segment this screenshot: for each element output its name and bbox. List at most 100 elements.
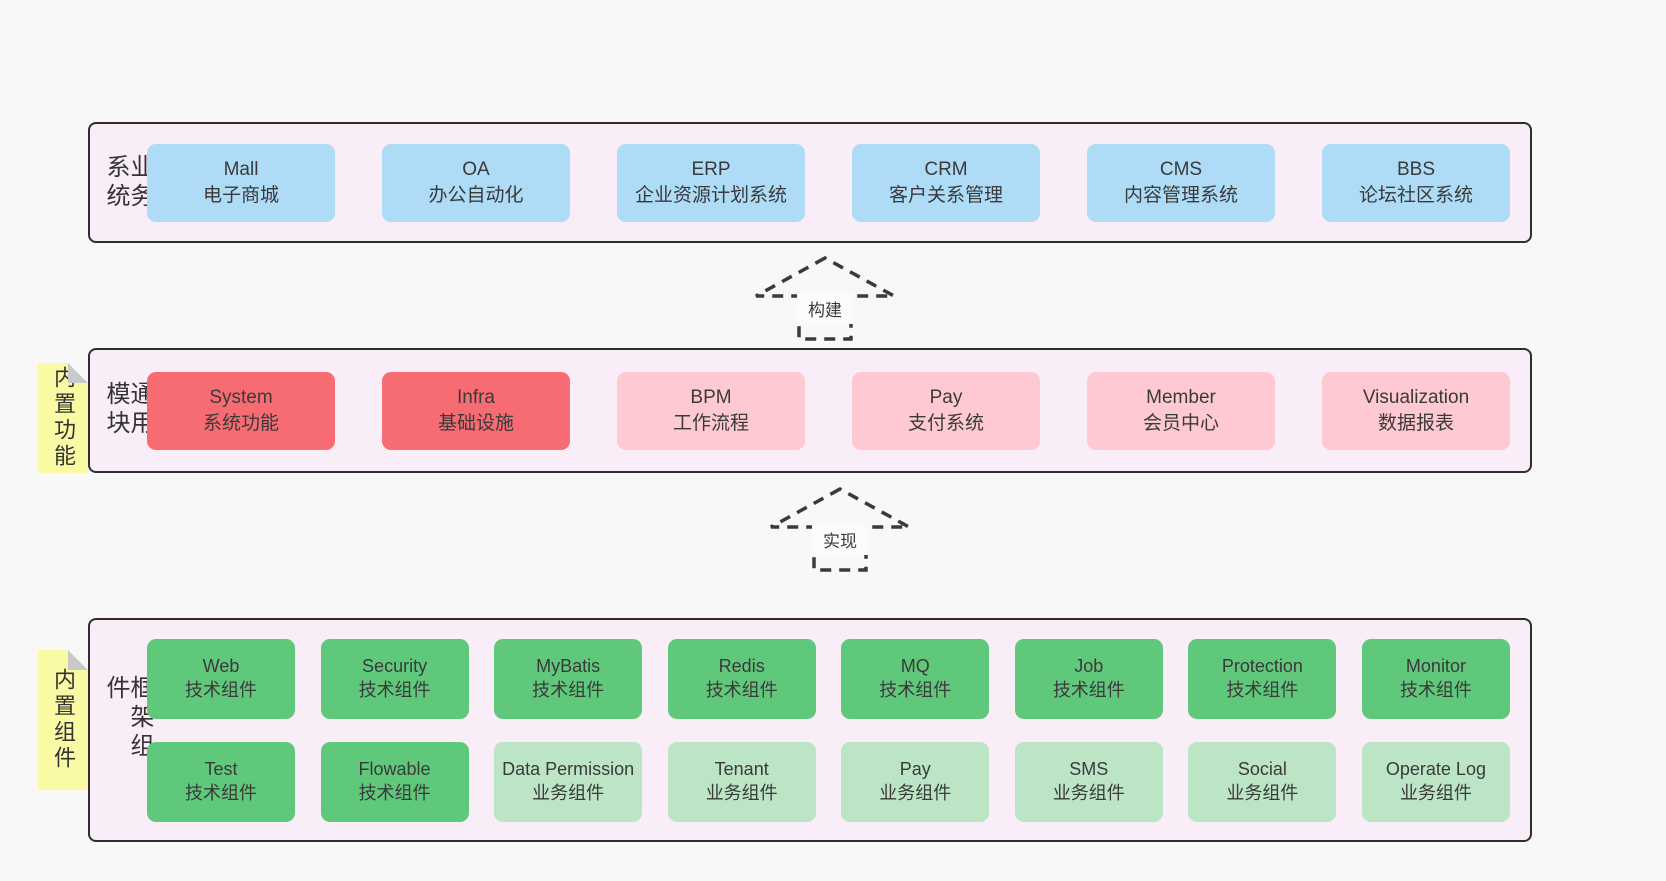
box-title: Operate Log [1385,759,1486,780]
box-title: Mall [223,158,259,180]
diagram-box-bbs: BBS 论坛社区系统 [1322,143,1510,222]
box-title: Protection [1221,656,1303,677]
build-arrow-up: 构建 [755,256,895,341]
box-title: Infra [456,386,496,408]
box-title: MQ [900,656,930,677]
framework-panel-label: 框架组件 [102,675,153,762]
arrow-outline [755,256,895,341]
box-subtitle: 办公自动化 [428,184,524,206]
diagram-box-security: Security 技术组件 [320,638,469,719]
diagram-box-tenant: Tenant 业务组件 [667,741,816,822]
box-subtitle: 技术组件 [358,782,431,803]
box-title: OA [462,158,490,180]
box-subtitle: 业务组件 [532,782,605,803]
box-subtitle: 技术组件 [705,679,778,700]
box-subtitle: 业务组件 [1226,782,1299,803]
framework-row-1: Web 技术组件 Security 技术组件 MyBatis 技术组件 Redi… [147,638,1510,719]
box-subtitle: 电子商城 [202,184,279,206]
box-subtitle: 技术组件 [358,679,431,700]
framework-row-2: Test 技术组件 Flowable 技术组件 Data Permission … [147,741,1510,822]
box-subtitle: 基础设施 [437,412,514,434]
business-boxes-row: Mall 电子商城 OA 办公自动化 ERP 企业资源计划系统 CRM 客户关系… [147,124,1510,241]
box-subtitle: 技术组件 [185,679,257,700]
diagram-box-mq: MQ 技术组件 [841,638,990,719]
box-title: Flowable [358,759,431,780]
box-title: BPM [690,386,732,408]
build-arrow-label: 构建 [808,301,842,320]
business-systems-panel: 业务系统 Mall 电子商城 OA 办公自动化 ERP 企业资源计划系统 CRM… [88,122,1532,243]
box-subtitle: 数据报表 [1377,412,1454,434]
box-title: Social [1237,759,1287,780]
diagram-box-infra: Infra 基础设施 [382,371,570,450]
sticky-label: 内置功能 [51,366,76,470]
box-title: Data Permission [502,759,635,780]
sticky-note-builtin-features: 内置功能 [38,363,88,473]
sticky-label: 内置组件 [51,668,76,772]
diagram-box-flowable: Flowable 技术组件 [320,741,469,822]
box-subtitle: 技术组件 [185,782,257,803]
diagram-box-test: Test 技术组件 [147,741,295,822]
box-title: Web [202,656,240,677]
framework-boxes-grid: Web 技术组件 Security 技术组件 MyBatis 技术组件 Redi… [147,620,1510,840]
arrow-label-bg [797,293,853,324]
diagram-box-visualization: Visualization 数据报表 [1322,371,1510,450]
common-modules-panel: 通用模块 System 系统功能 Infra 基础设施 BPM 工作流程 Pay… [88,348,1532,473]
box-title: CMS [1159,158,1203,180]
box-subtitle: 技术组件 [1226,679,1299,700]
box-title: MyBatis [536,656,601,677]
folded-corner-icon [68,650,88,670]
box-title: SMS [1069,759,1109,780]
diagram-box-job: Job 技术组件 [1014,638,1163,719]
box-subtitle: 业务组件 [705,782,778,803]
arrow-label-bg [812,524,868,555]
box-title: System [209,386,273,408]
implement-arrow-label: 实现 [823,532,857,551]
box-subtitle: 系统功能 [202,412,279,434]
framework-components-panel: 框架组件 Web 技术组件 Security 技术组件 MyBatis 技术组件… [88,618,1532,842]
diagram-box-monitor: Monitor 技术组件 [1361,638,1510,719]
diagram-box-operate-log: Operate Log 业务组件 [1361,741,1510,822]
box-title: BBS [1396,158,1436,180]
diagram-box-member: Member 会员中心 [1087,371,1275,450]
diagram-box-social: Social 业务组件 [1188,741,1337,822]
box-title: Redis [718,656,765,677]
box-title: CRM [924,158,968,180]
box-title: ERP [691,158,731,180]
box-subtitle: 企业资源计划系统 [634,184,787,206]
box-subtitle: 技术组件 [879,679,952,700]
box-subtitle: 论坛社区系统 [1358,184,1473,206]
diagram-box-mybatis: MyBatis 技术组件 [494,638,643,719]
diagram-box-pay-component: Pay 业务组件 [841,741,990,822]
business-panel-label: 业务系统 [102,153,153,212]
diagram-box-oa: OA 办公自动化 [382,143,570,222]
box-subtitle: 内容管理系统 [1123,184,1238,206]
diagram-box-mall: Mall 电子商城 [147,143,335,222]
box-subtitle: 技术组件 [1399,679,1472,700]
diagram-box-sms: SMS 业务组件 [1014,741,1163,822]
diagram-box-redis: Redis 技术组件 [667,638,816,719]
box-subtitle: 会员中心 [1142,412,1219,434]
arrow-outline [770,487,910,572]
diagram-box-data-permission: Data Permission 业务组件 [494,741,643,822]
diagram-box-erp: ERP 企业资源计划系统 [617,143,805,222]
box-title: Visualization [1362,386,1470,408]
diagram-box-protection: Protection 技术组件 [1188,638,1337,719]
box-subtitle: 业务组件 [1052,782,1125,803]
box-title: Tenant [714,759,769,780]
folded-corner-icon [68,363,88,383]
box-title: Member [1146,386,1216,408]
diagram-box-bpm: BPM 工作流程 [617,371,805,450]
modules-panel-label: 通用模块 [102,380,153,439]
box-title: Security [362,656,428,677]
box-title: Pay [929,386,963,408]
box-subtitle: 业务组件 [1399,782,1472,803]
sticky-note-builtin-components: 内置组件 [38,650,88,790]
implement-arrow-up: 实现 [770,487,910,572]
box-title: Job [1074,656,1104,677]
box-subtitle: 客户关系管理 [888,184,1003,206]
box-subtitle: 技术组件 [532,679,605,700]
diagram-box-crm: CRM 客户关系管理 [852,143,1040,222]
box-title: Test [204,759,238,780]
box-subtitle: 技术组件 [1052,679,1125,700]
